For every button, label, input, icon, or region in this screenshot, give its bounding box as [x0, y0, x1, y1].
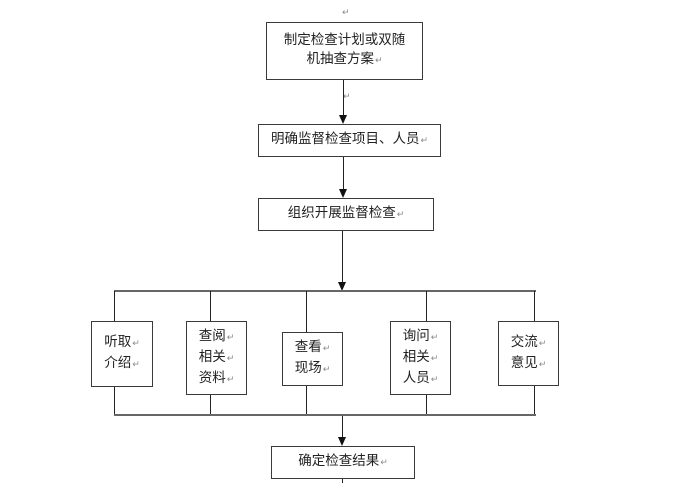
connector-line [343, 157, 345, 190]
arrow-down-icon [339, 189, 347, 198]
paragraph-mark: ↵ [342, 8, 350, 18]
branch-line [114, 291, 116, 321]
step-plan-line-2: 机抽查方案 [306, 51, 374, 67]
branch-bus-top [114, 290, 536, 292]
connector-line [342, 479, 344, 483]
paragraph-mark: ↵ [226, 374, 235, 385]
merge-line [114, 387, 116, 415]
merge-line [210, 395, 212, 415]
branch-line [210, 291, 212, 321]
paragraph-mark: ↵ [226, 353, 235, 364]
branch-review-line-1: 查阅 [198, 327, 226, 344]
branch-listen-box: 听取↵ 介绍↵ [91, 321, 153, 387]
branch-inspect-line-2: 现场 [294, 360, 322, 376]
branch-review-box: 查阅↵ 相关↵ 资料↵ [186, 321, 247, 395]
paragraph-mark: ↵ [538, 359, 547, 370]
branch-listen-line-2: 介绍 [104, 355, 132, 371]
paragraph-mark: ↵ [226, 332, 235, 343]
paragraph-mark: ↵ [343, 92, 351, 102]
branch-review-line-3: 资料 [198, 369, 226, 386]
paragraph-mark: ↵ [396, 210, 405, 220]
step-define-box: 明确监督检查项目、人员↵ [258, 124, 441, 157]
paragraph-mark: ↵ [538, 338, 547, 349]
result-box: 确定检查结果↵ [271, 446, 415, 479]
branch-exchange-line-1: 交流 [510, 333, 538, 350]
branch-inquire-line-3: 人员 [402, 369, 430, 386]
branch-exchange-line-2: 意见 [510, 354, 538, 371]
branch-exchange-box: 交流↵ 意见↵ [498, 321, 559, 386]
paragraph-mark: ↵ [430, 374, 439, 385]
merge-line [426, 395, 428, 415]
merge-bus-bottom [114, 414, 536, 416]
branch-inquire-line-1: 询问 [402, 327, 430, 344]
paragraph-mark: ↵ [132, 360, 140, 370]
paragraph-mark: ↵ [420, 136, 429, 146]
branch-line [534, 291, 536, 321]
paragraph-mark: ↵ [430, 353, 439, 364]
merge-line [534, 386, 536, 415]
arrow-down-icon [339, 115, 347, 124]
merge-line [306, 386, 308, 415]
branch-inspect-line-1: 查看 [294, 339, 322, 355]
branch-line [306, 291, 308, 332]
paragraph-mark: ↵ [430, 332, 439, 343]
branch-inspect-box: 查看↵ 现场↵ [282, 332, 343, 386]
paragraph-mark: ↵ [380, 458, 388, 468]
step-define-label: 明确监督检查项目、人员 [270, 131, 420, 147]
paragraph-mark: ↵ [132, 339, 140, 349]
branch-inquire-box: 询问↵ 相关↵ 人员↵ [390, 321, 451, 395]
step-organize-box: 组织开展监督检查↵ [258, 198, 434, 231]
branch-line [426, 291, 428, 321]
branch-listen-line-1: 听取 [104, 334, 132, 350]
paragraph-mark: ↵ [374, 56, 383, 66]
result-label: 确定检查结果 [298, 453, 380, 469]
paragraph-mark: ↵ [322, 344, 331, 354]
step-organize-label: 组织开展监督检查 [287, 205, 396, 221]
arrow-down-icon [338, 437, 346, 446]
branch-review-line-2: 相关 [198, 348, 226, 365]
step-plan-line-1: 制定检查计划或双随 [283, 32, 406, 48]
connector-line [342, 416, 344, 438]
connector-line [342, 231, 344, 283]
branch-inquire-line-2: 相关 [402, 348, 430, 365]
connector-line [343, 80, 345, 116]
paragraph-mark: ↵ [322, 365, 331, 375]
step-plan-box: 制定检查计划或双随 机抽查方案↵ [266, 22, 423, 80]
arrow-down-icon [338, 282, 346, 291]
